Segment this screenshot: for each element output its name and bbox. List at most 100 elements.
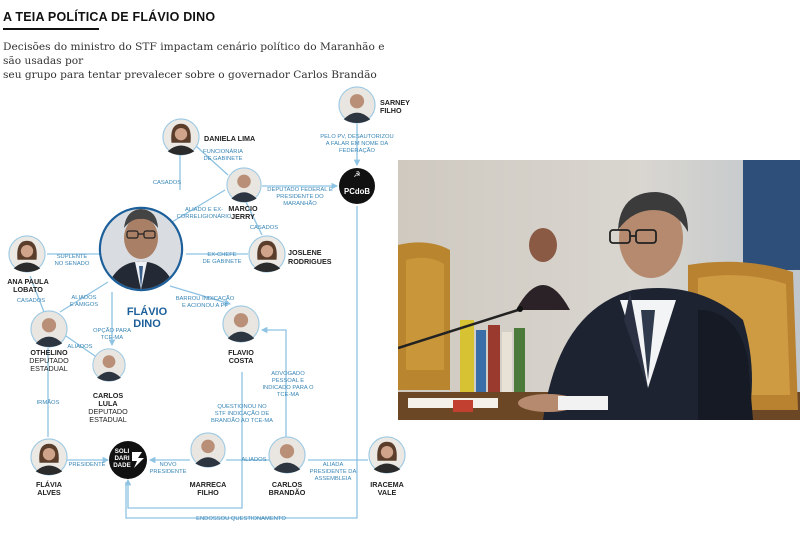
rel-exchefe-2: DE GABINETE [203, 259, 242, 265]
rel-presidente: PRESIDENTE [68, 462, 105, 468]
rel-suplente-1: SUPLENTE [57, 254, 88, 260]
edge-othelino-dino [59, 281, 109, 313]
name-dino-1: FLÁVIO [127, 305, 168, 318]
rel-pelopv-3: FEDERAÇÃO [339, 147, 376, 154]
rel-opcao-1: OPÇÃO PARA [93, 327, 131, 334]
rel-advogado-3: INDICADO PARA O [262, 385, 314, 391]
rel-funcionaria-2: DE GABINETE [204, 156, 243, 162]
name-brandao-1: CARLOS [272, 480, 303, 489]
rel-irmaos: IRMÃOS [37, 399, 60, 406]
rel-advogado-1: ADVOGADO [271, 371, 305, 377]
solidariedade-label-1: SOLI [115, 448, 130, 455]
rel-aliado-1: ALIADO E EX- [185, 207, 223, 213]
edge-marcio-dino [171, 189, 226, 223]
subtitle-line-2: seu grupo para tentar prevalecer sobre o… [3, 69, 377, 81]
avatar-marcio-jerry [226, 167, 262, 203]
rel-depfed-3: MARANHÃO [283, 200, 317, 207]
name-iracema-1: IRACEMA [370, 480, 404, 489]
rel-aliada-2: PRESIDENTE DA [310, 469, 357, 475]
person-labels: DANIELA LIMA MARCIO JERRY JOSLENE RODRIG… [7, 98, 410, 497]
edge-solidariedade-questionou [124, 372, 243, 509]
avatar-othelino [30, 310, 68, 348]
name-joslene-2: RODRIGUES [288, 257, 332, 266]
minister-photo [398, 160, 800, 420]
edge-marcio-joslene [244, 199, 263, 236]
edge-daniela-marcio [195, 145, 229, 176]
role-lula-1: DEPUTADO [88, 407, 128, 416]
rel-pelopv-2: A FALAR EM NOME DA [326, 141, 389, 147]
avatars [8, 86, 406, 476]
name-joslene-1: JOSLENE [288, 248, 322, 257]
solidariedade-label-2: DARI [114, 455, 129, 462]
rel-endossou: ENDOSSOU QUESTIONAMENTO [196, 516, 286, 522]
rel-casados-daniela: CASADOS [153, 180, 181, 186]
name-flavia-2: ALVES [37, 488, 61, 497]
rel-depfed-1: DEPUTADO FEDERAL E [267, 187, 333, 193]
rel-aliado-2: CORRELIGIONÁRIO [177, 213, 232, 220]
name-daniela-lima: DANIELA LIMA [204, 134, 255, 143]
rel-novo-2: PRESIDENTE [149, 469, 186, 475]
rel-casados-marcio: CASADOS [250, 225, 278, 231]
party-solidariedade-node: SOLI DARI DADE [109, 441, 147, 479]
avatar-ana-paula-lobato [8, 235, 46, 273]
rel-aliados-marreca-brandao: ALIADOS [241, 457, 266, 463]
avatar-carlos-brandao [268, 436, 306, 474]
role-othelino-2: ESTADUAL [30, 364, 67, 373]
name-marreca-2: FILHO [197, 488, 219, 497]
name-sarney-2: FILHO [380, 106, 402, 115]
hammer-sickle-icon: ☭ [353, 170, 360, 179]
rel-barrou-1: BARROU INDICAÇÃO [176, 295, 235, 302]
avatar-marreca-filho [190, 432, 226, 468]
rel-barrou-2: E ACIONOU A PF [182, 303, 229, 309]
name-ana-2: LOBATO [13, 285, 43, 294]
edge-ana-othelino [29, 275, 45, 313]
rel-funcionaria-1: FUNCIONÁRIA [203, 148, 243, 155]
name-flavia-1: FLÁVIA [36, 480, 62, 489]
rel-advogado-4: TCE-MA [277, 392, 299, 398]
name-ana-1: ANA PAULA [7, 277, 49, 286]
rel-aliada-1: ALIADA [323, 462, 344, 468]
name-lula-2: LULA [98, 399, 117, 408]
court-scene-illustration [398, 160, 800, 420]
party-pcdob-node: ☭ PCdoB [339, 168, 375, 204]
rel-casados-ana: CASADOS [17, 298, 45, 304]
rel-questionou-1: QUESTIONOU NO [217, 404, 267, 410]
edge-brandao-flaviocosta [260, 326, 287, 440]
pcdob-label: PCdoB [344, 187, 370, 196]
rel-aliados-amigos-2: E AMIGOS [70, 302, 98, 308]
relation-labels: FUNCIONÁRIA DE GABINETE CASADOS ALIADO E… [17, 134, 394, 522]
avatar-flavia-alves [30, 438, 68, 476]
rel-advogado-2: PESSOAL E [272, 378, 304, 384]
title-underline [3, 28, 99, 30]
avatar-carlos-lula [92, 348, 126, 382]
name-dino-2: DINO [133, 318, 161, 330]
name-fcosta-1: FLAVIO [228, 348, 254, 357]
rel-aliada-3: ASSEMBLEIA [315, 476, 352, 482]
rel-suplente-2: NO SENADO [55, 261, 90, 267]
name-fcosta-2: COSTA [229, 356, 254, 365]
name-marreca-1: MARRECA [190, 480, 227, 489]
name-sarney-1: SARNEY [380, 98, 410, 107]
avatar-sarney-filho [338, 86, 376, 124]
edge-pcdob-endossou [125, 206, 358, 519]
rel-novo-1: NOVO [159, 462, 177, 468]
avatar-daniela-lima [162, 118, 200, 156]
subtitle-line-1: Decisões do ministro do STF impactam cen… [3, 41, 385, 67]
name-marcio-1: MARCIO [228, 204, 258, 213]
rel-aliados-othelino-lula: ALIADOS [67, 344, 92, 350]
rel-pelopv-1: PELO PV, DESAUTORIZOU [320, 134, 393, 140]
connector-lines [29, 124, 368, 519]
role-othelino-1: DEPUTADO [29, 356, 69, 365]
avatar-flavio-dino [98, 206, 184, 292]
solidariedade-hand-icon [132, 452, 144, 468]
rel-opcao-2: TCE-MA [101, 335, 123, 341]
name-iracema-2: VALE [378, 488, 397, 497]
name-marcio-2: JERRY [231, 212, 255, 221]
avatar-joslene-rodrigues [248, 235, 286, 273]
rel-questionou-3: BRANDÃO AO TCE-MA [211, 417, 273, 424]
rel-aliados-amigos-1: ALIADOS [71, 295, 96, 301]
page-title: A TEIA POLÍTICA DE FLÁVIO DINO [3, 10, 216, 24]
rel-questionou-2: STF INDICAÇÃO DE [215, 410, 270, 417]
avatar-flavio-costa [222, 305, 260, 343]
name-lula-1: CARLOS [93, 391, 124, 400]
